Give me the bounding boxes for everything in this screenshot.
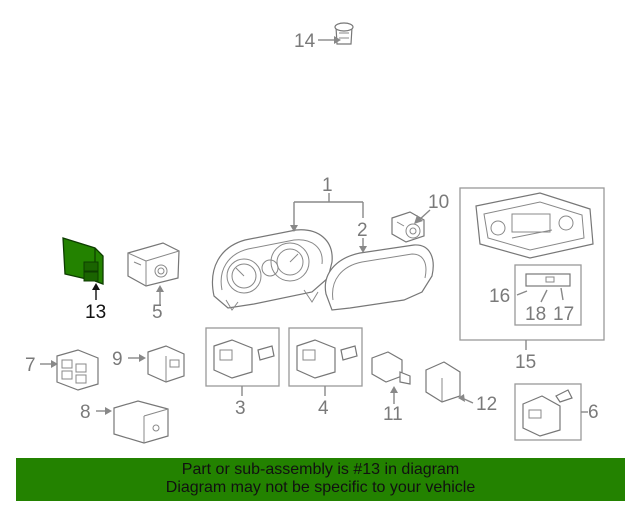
- part-9[interactable]: [147, 345, 185, 383]
- arrow-2: [359, 246, 367, 253]
- box-15: [459, 187, 605, 341]
- arrow-7: [51, 360, 58, 368]
- part-8[interactable]: [113, 400, 169, 444]
- part-6[interactable]: [522, 389, 573, 437]
- callout-9: 9: [112, 349, 123, 370]
- part-11[interactable]: [371, 351, 411, 385]
- part-1-instrument-cluster[interactable]: [212, 229, 333, 311]
- banner-line-1: Part or sub-assembly is #13 in diagram: [181, 461, 460, 478]
- callout-3: 3: [235, 398, 246, 419]
- callout-10: 10: [428, 192, 449, 213]
- part-10[interactable]: [391, 211, 425, 243]
- banner-line-2: Diagram may not be specific to your vehi…: [165, 479, 476, 496]
- callout-7: 7: [25, 355, 36, 376]
- arrow-5: [156, 285, 164, 292]
- part-3[interactable]: [213, 339, 275, 379]
- part-15-control-panel[interactable]: [475, 192, 594, 259]
- part-16-display[interactable]: [525, 273, 571, 287]
- callout-14: 14: [294, 31, 316, 52]
- callout-12: 12: [476, 394, 497, 415]
- part-7[interactable]: [56, 349, 99, 391]
- callout-11: 11: [383, 404, 403, 425]
- arrow-14: [334, 36, 341, 44]
- box-16: [514, 264, 582, 326]
- callout-13: 13: [85, 302, 106, 323]
- arrow-1b: [290, 225, 298, 232]
- callout-16: 16: [489, 286, 510, 307]
- callout-17: 17: [553, 304, 574, 325]
- leader-16: [516, 290, 528, 296]
- leader-10: [418, 209, 431, 221]
- arrow-10: [414, 215, 423, 224]
- arrow-13: [92, 283, 100, 290]
- leader-18: [540, 289, 548, 303]
- callout-15: 15: [515, 352, 536, 373]
- callout-8: 8: [80, 402, 91, 423]
- arrow-12: [458, 394, 465, 402]
- leader-17: [560, 287, 564, 301]
- arrow-9: [139, 354, 146, 362]
- callout-2: 2: [357, 220, 368, 241]
- arrow-8: [105, 407, 112, 415]
- part-12[interactable]: [425, 361, 461, 403]
- info-banner: Part or sub-assembly is #13 in diagram D…: [16, 458, 625, 501]
- callout-6: 6: [588, 402, 599, 423]
- callout-5: 5: [152, 302, 163, 323]
- callout-18: 18: [525, 304, 546, 325]
- callout-4: 4: [318, 398, 329, 419]
- part-5[interactable]: [127, 242, 180, 287]
- arrow-11: [390, 386, 398, 393]
- part-4[interactable]: [296, 339, 358, 379]
- callout-1: 1: [322, 175, 333, 196]
- part-2-cluster-lens[interactable]: [324, 244, 434, 311]
- part-13[interactable]: [62, 237, 104, 285]
